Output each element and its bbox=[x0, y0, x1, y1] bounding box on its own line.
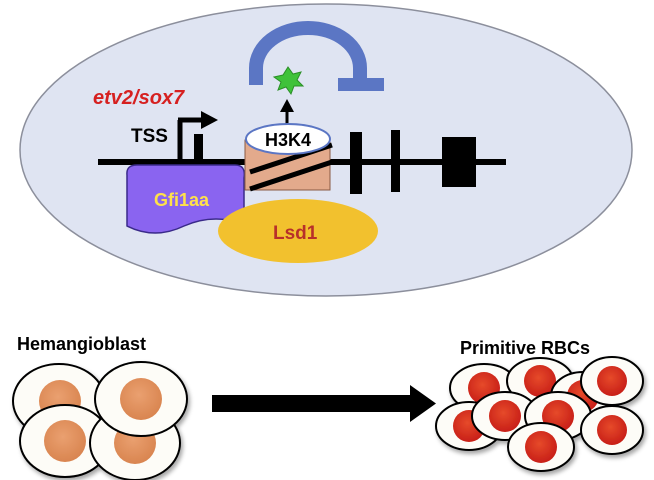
rbc-cell bbox=[580, 356, 644, 406]
primitive-rbcs-label: Primitive RBCs bbox=[460, 338, 590, 358]
h3k4-mark bbox=[245, 123, 331, 155]
right-arrow-icon bbox=[212, 385, 436, 422]
exon-3 bbox=[391, 130, 400, 192]
rbc-cell bbox=[507, 422, 575, 472]
hemangioblast-label: Hemangioblast bbox=[17, 334, 146, 354]
bent-arrow-icon bbox=[177, 111, 218, 162]
blunt-arc-icon bbox=[249, 21, 384, 91]
lsd1-label: Lsd1 bbox=[273, 223, 318, 244]
starburst-icon bbox=[272, 66, 305, 96]
rbc-cell bbox=[580, 405, 644, 455]
exon-4 bbox=[442, 137, 476, 187]
h3k4-label: H3K4 bbox=[265, 130, 311, 150]
exon-2 bbox=[350, 132, 362, 194]
exon-1 bbox=[194, 134, 203, 164]
gfi1aa-shape bbox=[126, 164, 246, 234]
gfi1aa-label: Gfi1aa bbox=[154, 190, 210, 210]
tss-label: TSS bbox=[131, 126, 168, 147]
rbc-cells bbox=[435, 356, 644, 472]
hemangioblast-cell bbox=[94, 361, 188, 437]
regulator-label: etv2/sox7 bbox=[93, 87, 185, 109]
lsd1-shape bbox=[218, 199, 378, 263]
hemangioblast-cells bbox=[12, 361, 188, 480]
hemangioblast-cell bbox=[19, 404, 111, 478]
